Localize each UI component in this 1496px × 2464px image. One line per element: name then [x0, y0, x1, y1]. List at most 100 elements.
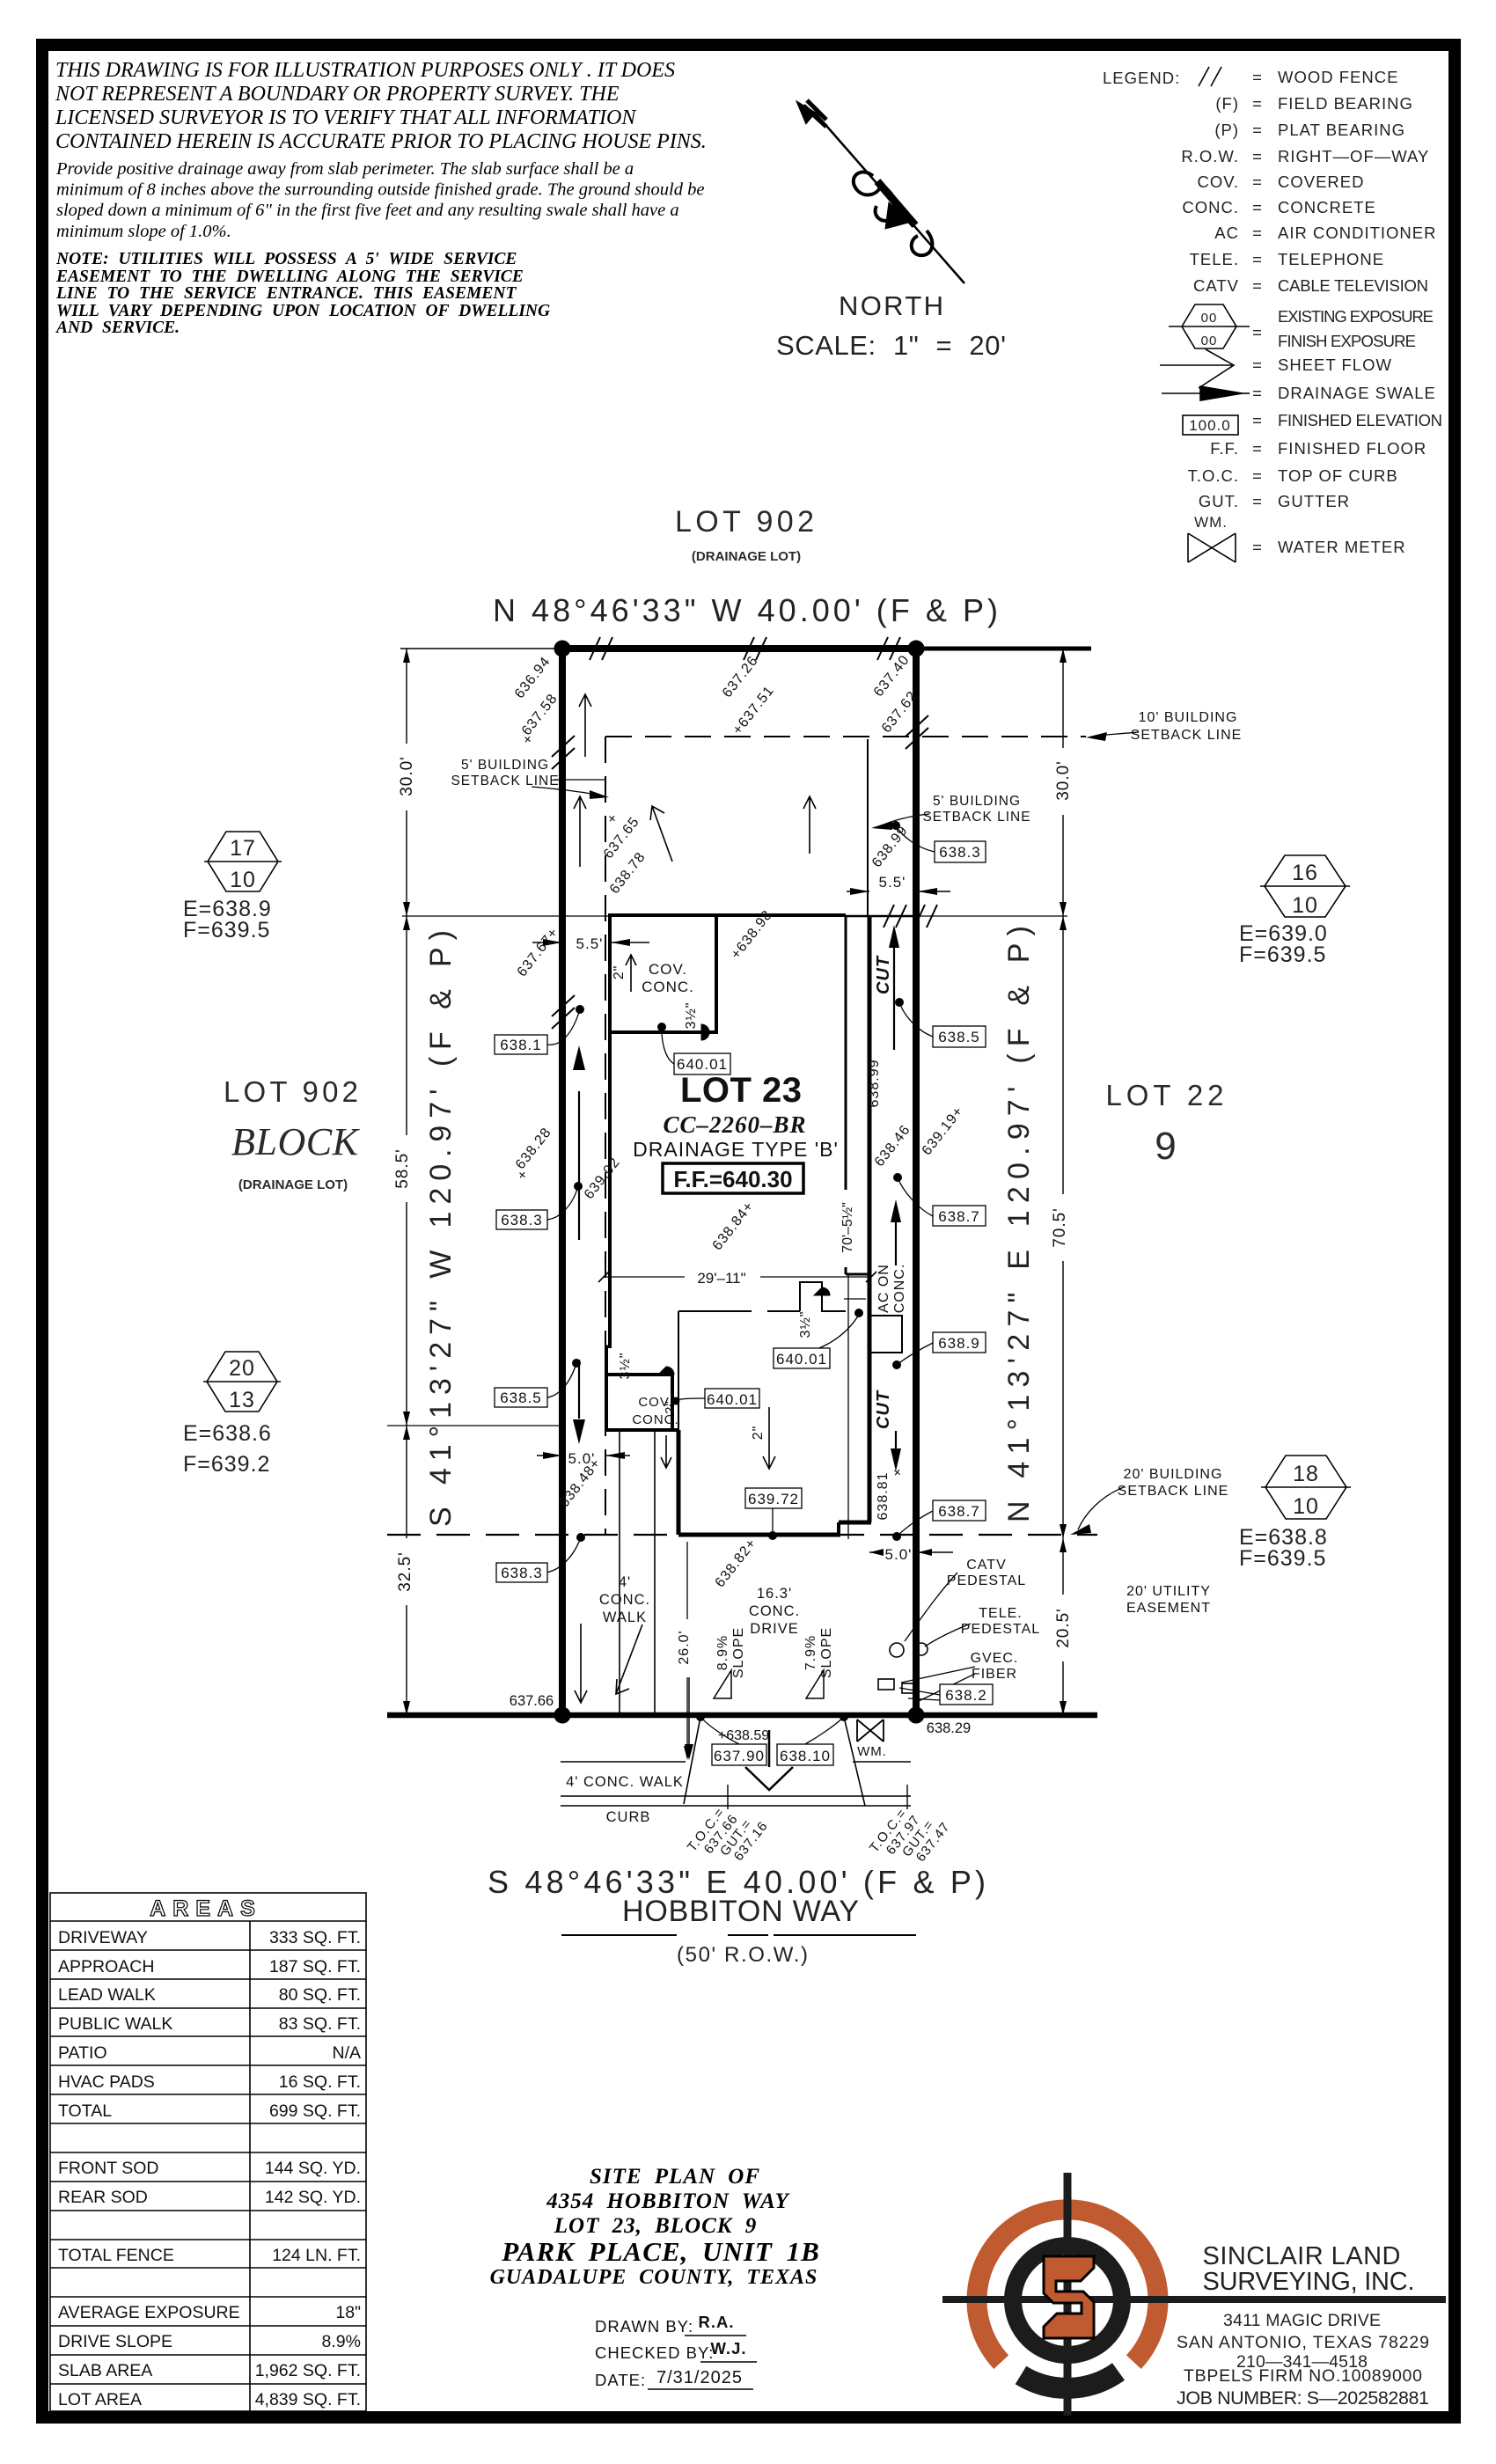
svg-text:640.01: 640.01	[776, 1351, 827, 1368]
svg-text:SLOPE: SLOPE	[819, 1627, 834, 1678]
svg-text:DRIVE: DRIVE	[750, 1621, 798, 1637]
svg-text:CONTAINED HEREIN IS ACCURATE P: CONTAINED HEREIN IS ACCURATE PRIOR TO PL…	[55, 130, 707, 153]
svg-text:SETBACK LINE: SETBACK LINE	[1131, 728, 1243, 743]
svg-text:AVERAGE EXPOSURE: AVERAGE EXPOSURE	[58, 2303, 240, 2322]
svg-text:639.72: 639.72	[748, 1491, 799, 1507]
svg-text:20' UTILITY: 20' UTILITY	[1126, 1584, 1211, 1599]
svg-text:13: 13	[229, 1388, 255, 1412]
svg-text:NOTE: UTILITIES WILL POSSES: NOTE: UTILITIES WILL POSSESS A 5' WIDE S…	[55, 250, 517, 268]
svg-text:30.0': 30.0'	[398, 756, 416, 796]
svg-text:DRIVEWAY: DRIVEWAY	[58, 1928, 148, 1947]
svg-text:DRAINAGE SWALE: DRAINAGE SWALE	[1278, 384, 1436, 402]
svg-text:LOT AREA: LOT AREA	[58, 2390, 142, 2409]
svg-text:638.1: 638.1	[500, 1037, 542, 1053]
svg-text:=: =	[1252, 439, 1263, 458]
svg-text:TBPELS FIRM NO.10089000: TBPELS FIRM NO.10089000	[1184, 2366, 1423, 2386]
svg-text:17: 17	[230, 836, 256, 861]
svg-text:333 SQ. FT.: 333 SQ. FT.	[269, 1928, 361, 1947]
svg-text:16.3': 16.3'	[757, 1586, 792, 1602]
svg-text:8.9%: 8.9%	[322, 2332, 361, 2351]
svg-text:DATE:: DATE:	[595, 2371, 646, 2389]
svg-text:TOTAL: TOTAL	[58, 2101, 112, 2121]
svg-text:(F): (F)	[1215, 94, 1239, 113]
svg-text:N 48°46'33" W 40.00' (F & P): N 48°46'33" W 40.00' (F & P)	[493, 592, 1000, 628]
svg-text:F=639.5: F=639.5	[183, 918, 270, 942]
svg-text:2": 2"	[612, 965, 627, 980]
svg-text:=: =	[1252, 356, 1263, 374]
svg-text:FRONT SOD: FRONT SOD	[58, 2159, 158, 2178]
svg-text:PATIO: PATIO	[58, 2043, 107, 2063]
svg-text:DRIVE SLOPE: DRIVE SLOPE	[58, 2332, 172, 2351]
svg-text:TELE.: TELE.	[1190, 250, 1239, 268]
svg-text:DRAINAGE TYPE 'B': DRAINAGE TYPE 'B'	[633, 1138, 839, 1161]
svg-text:COV.: COV.	[649, 961, 687, 978]
svg-text:COV.: COV.	[1197, 172, 1239, 191]
svg-text:637.90: 637.90	[714, 1748, 765, 1764]
svg-text:WALK: WALK	[603, 1610, 647, 1625]
svg-text:WATER METER: WATER METER	[1278, 538, 1406, 556]
svg-text:CONC.: CONC.	[1182, 198, 1239, 216]
svg-text:WILL VARY DEPENDING UPON L: WILL VARY DEPENDING UPON LOCATION OF DWE…	[56, 302, 550, 320]
svg-text:CC–2260–BR: CC–2260–BR	[663, 1111, 806, 1138]
svg-text:00: 00	[1201, 311, 1218, 326]
svg-text:80 SQ. FT.: 80 SQ. FT.	[279, 1985, 361, 2005]
svg-text:CONC.: CONC.	[642, 979, 694, 995]
svg-text:638.9: 638.9	[938, 1335, 980, 1352]
svg-text:F=639.2: F=639.2	[183, 1452, 270, 1477]
svg-text:R.O.W.: R.O.W.	[1181, 147, 1239, 165]
svg-text:187 SQ. FT.: 187 SQ. FT.	[269, 1957, 361, 1976]
svg-text:5.5': 5.5'	[879, 874, 906, 891]
svg-text:=: =	[1252, 466, 1263, 485]
svg-text:GUT.: GUT.	[1199, 492, 1239, 510]
svg-text:3½": 3½"	[798, 1311, 813, 1338]
svg-text:LINE TO THE SERVICE ENTRAN: LINE TO THE SERVICE ENTRANCE. THIS EASEM…	[55, 284, 517, 303]
svg-text:AC ON: AC ON	[876, 1264, 891, 1313]
svg-text:638.3: 638.3	[501, 1212, 543, 1228]
svg-text:3½": 3½"	[684, 1002, 699, 1030]
svg-text:REAR SOD: REAR SOD	[58, 2188, 148, 2207]
svg-text:SINCLAIR LAND: SINCLAIR LAND	[1203, 2242, 1403, 2270]
svg-text:638.7: 638.7	[938, 1208, 980, 1225]
svg-text:FIBER: FIBER	[972, 1667, 1017, 1682]
svg-text:5' BUILDING: 5' BUILDING	[933, 794, 1021, 809]
svg-text:F.F.: F.F.	[1210, 439, 1239, 458]
svg-text:70'–5½": 70'–5½"	[840, 1202, 855, 1253]
svg-text:=: =	[1252, 121, 1263, 139]
svg-text:638.29: 638.29	[927, 1720, 971, 1736]
svg-text:RIGHT—OF—WAY: RIGHT—OF—WAY	[1278, 147, 1429, 165]
svg-text:E=639.0: E=639.0	[1239, 921, 1328, 946]
svg-text:WM.: WM.	[1194, 514, 1228, 531]
svg-text:T.O.C.: T.O.C.	[1188, 466, 1239, 485]
svg-text:F=639.5: F=639.5	[1239, 942, 1326, 967]
svg-text:LOT 23: LOT 23	[680, 1071, 803, 1110]
svg-text:638.99: 638.99	[867, 1060, 882, 1108]
svg-text:CUT: CUT	[874, 1390, 893, 1429]
svg-text:R.A.: R.A.	[699, 2313, 735, 2331]
svg-text:CHECKED BY:: CHECKED BY:	[595, 2343, 714, 2362]
svg-text:CONC.: CONC.	[599, 1592, 650, 1608]
svg-text:CATV: CATV	[1193, 276, 1239, 295]
svg-text:=: =	[1252, 94, 1263, 113]
svg-text:HOBBITON WAY: HOBBITON WAY	[622, 1895, 862, 1928]
svg-text:=: =	[1252, 492, 1263, 510]
svg-text:minimum of 8 inches above the: minimum of 8 inches above the surroundin…	[56, 180, 704, 200]
svg-text:SETBACK LINE: SETBACK LINE	[922, 810, 1030, 825]
svg-text:100.0: 100.0	[1189, 417, 1231, 434]
svg-text:26.0': 26.0'	[677, 1630, 692, 1664]
svg-text:638.5: 638.5	[938, 1029, 980, 1045]
svg-text:5.0': 5.0'	[885, 1546, 913, 1563]
svg-text:WM.: WM.	[857, 1744, 887, 1759]
svg-text:minimum slope of 1.0%.: minimum slope of 1.0%.	[56, 222, 231, 241]
svg-text:5.0': 5.0'	[568, 1450, 596, 1467]
svg-text:18: 18	[1293, 1462, 1319, 1486]
svg-text:FINISHED ELEVATION: FINISHED ELEVATION	[1278, 411, 1443, 429]
svg-text:SURVEYING, INC.: SURVEYING, INC.	[1203, 2268, 1417, 2296]
svg-text:BLOCK: BLOCK	[231, 1120, 361, 1163]
svg-text:CUT: CUT	[874, 955, 893, 994]
svg-text:(DRAINAGE LOT): (DRAINAGE LOT)	[692, 549, 801, 564]
svg-text:=: =	[1252, 384, 1263, 402]
svg-text:AC: AC	[1214, 224, 1239, 242]
svg-text:4' CONC. WALK: 4' CONC. WALK	[566, 1774, 684, 1790]
svg-text:LEGEND:: LEGEND:	[1103, 69, 1180, 87]
svg-text:4,839 SQ. FT.: 4,839 SQ. FT.	[255, 2390, 361, 2409]
